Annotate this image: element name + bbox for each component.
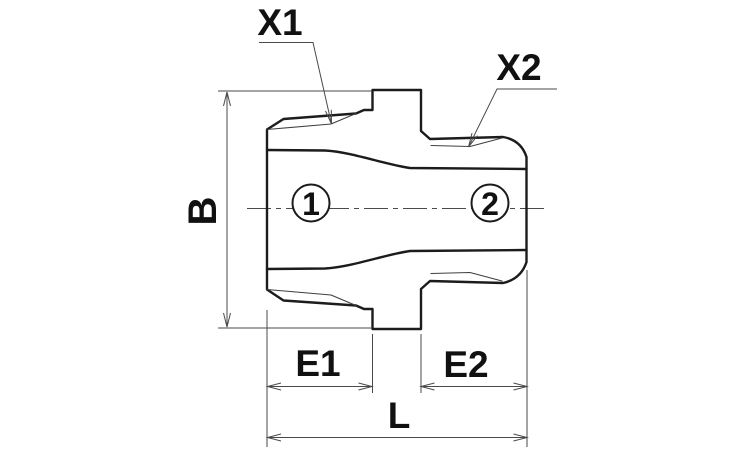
dimension-e1-label: E1 xyxy=(295,343,340,384)
dimension-b-arrow-down xyxy=(223,312,231,328)
thread-root-line-top-right xyxy=(430,137,503,148)
part-outline xyxy=(265,88,528,331)
callout-x2-arrowhead xyxy=(468,132,478,148)
dimension-e1-arrow-right xyxy=(358,382,374,391)
callout-x2-leader-line xyxy=(468,88,557,148)
balloon-1-circle xyxy=(291,183,331,223)
dimension-l: L xyxy=(265,395,529,442)
dimension-e2-label: E2 xyxy=(443,344,488,385)
callout-x1-arrowhead xyxy=(325,109,332,125)
dimension-e2-arrow-right xyxy=(513,382,529,391)
balloon-1: 1 xyxy=(291,183,331,223)
balloon-1-number: 1 xyxy=(302,186,320,222)
taper-line-top xyxy=(265,148,528,171)
balloon-2: 2 xyxy=(470,183,510,223)
dimension-b: B xyxy=(181,90,372,329)
dimension-e1: E1 xyxy=(265,310,374,447)
callout-x1-label: X1 xyxy=(257,2,302,43)
dimension-l-arrow-right xyxy=(513,433,529,442)
dimension-l-label: L xyxy=(388,395,411,436)
balloon-2-circle xyxy=(470,183,510,223)
dimension-l-arrow-left xyxy=(265,433,282,442)
callout-x1: X1 xyxy=(257,2,332,125)
dimension-e1-arrow-left xyxy=(265,382,282,391)
balloon-2-number: 2 xyxy=(481,186,499,222)
thread-root-line-bottom-left xyxy=(266,288,357,307)
callout-x2-label: X2 xyxy=(496,47,541,88)
callout-x2: X2 xyxy=(468,47,557,148)
taper-line-bottom xyxy=(265,248,528,271)
dimension-b-arrow-up xyxy=(223,91,231,107)
dimension-e2-arrow-left xyxy=(419,382,435,391)
dimension-b-label: B xyxy=(181,197,225,226)
thread-root-line-bottom-right xyxy=(430,271,503,282)
callout-x1-leader-line xyxy=(259,42,332,125)
dimension-e2: E2 xyxy=(419,270,529,447)
